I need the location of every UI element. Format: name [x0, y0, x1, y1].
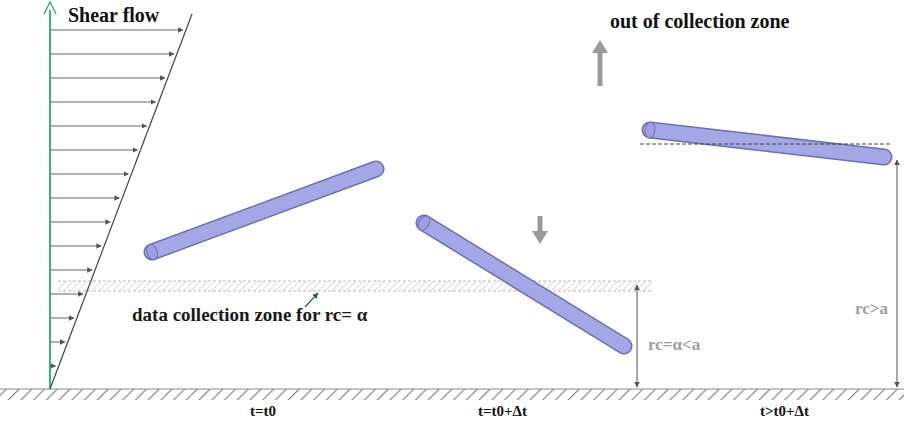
- wall-ground: [0, 389, 904, 400]
- velocity-arrow: [50, 198, 119, 199]
- velocity-arrow: [50, 54, 174, 55]
- velocity-arrow: [50, 246, 101, 247]
- dimension-label: rc=α<a: [648, 336, 700, 355]
- dimension-arrow: [637, 160, 897, 387]
- time-label: t=t0: [250, 403, 276, 420]
- velocity-arrow: [50, 102, 156, 103]
- velocity-arrow: [50, 318, 74, 319]
- velocity-arrow: [50, 30, 183, 31]
- time-label: t=t0+Δt: [478, 403, 527, 420]
- rod: [640, 121, 892, 157]
- velocity-arrow: [50, 126, 147, 127]
- velocity-arrow: [50, 222, 110, 223]
- note-label: out of collection zone: [610, 10, 789, 32]
- motion-arrow: [592, 40, 608, 86]
- dimension-label: rc>a: [855, 300, 888, 319]
- collection-zone: [58, 281, 652, 291]
- velocity-arrow: [50, 174, 128, 175]
- time-label: t>t0+Δt: [760, 403, 809, 420]
- velocity-arrow: [50, 270, 92, 271]
- velocity-arrow: [50, 366, 56, 367]
- velocity-arrow: [50, 150, 138, 151]
- velocity-arrow: [50, 78, 165, 79]
- shear-profile: [44, 2, 192, 389]
- velocity-arrow: [50, 342, 65, 343]
- velocity-arrow: [50, 294, 83, 295]
- motion-arrow: [532, 216, 548, 244]
- rod: [416, 214, 624, 346]
- axis-title: Shear flow: [68, 4, 159, 26]
- zone-label: data collection zone for rc= α: [132, 305, 367, 326]
- rod: [145, 169, 376, 261]
